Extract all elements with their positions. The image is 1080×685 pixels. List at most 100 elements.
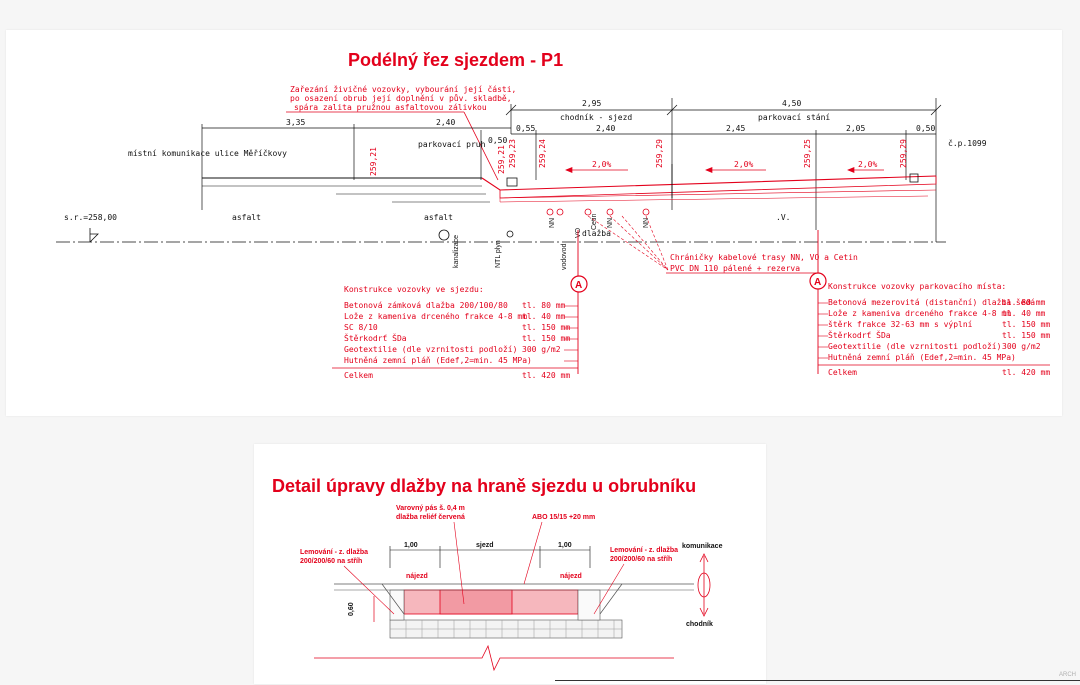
detail-sheet: Detail úpravy dlažby na hraně sjezdu u o… [254, 444, 766, 684]
utility-label: kanalizace [453, 235, 460, 268]
layer-value: tl. 150 mm [1002, 320, 1050, 329]
layer-name: Geotextilie (dle vzrnitosti podloží) [828, 342, 1001, 351]
utility-label: VO [575, 227, 582, 238]
asphalt-label: asfalt [232, 213, 261, 222]
layer-name: Štěrkodrť ŠDa [828, 329, 891, 340]
parking-strip-label: parkovací pruh [418, 140, 486, 149]
dim-mid: 0,55 [516, 124, 535, 133]
construction-driveway-table: Konstrukce vozovky ve sjezdu: Betonová z… [332, 285, 578, 380]
detail-drawing: Detail úpravy dlažby na hraně sjezdu u o… [272, 476, 723, 672]
elevation: 259,21 [497, 145, 506, 174]
detail-dimensions [389, 546, 591, 568]
layer-value: 300 g/m2 [1002, 342, 1041, 351]
layer-name: Betonová mezerovitá (distanční) dlažba š… [828, 297, 1035, 307]
height-dim: 0,60 [348, 602, 355, 616]
utility-label: NN [607, 218, 614, 228]
dim-mid: 2,05 [846, 124, 865, 133]
marker-label: A [575, 280, 582, 291]
abo-note: ABO 15/15 +20 mm [532, 514, 595, 521]
layer-value: tl. 150 mm [522, 334, 570, 343]
warning-strip-note: dlažba reliéf červená [396, 514, 465, 521]
dim-total-1: 2,95 [582, 99, 601, 108]
edge-note-right: Lemování - z. dlažba [610, 547, 678, 554]
dim-left: 1,00 [404, 542, 418, 549]
section-marker-left: A [570, 230, 588, 374]
chodnik-label: chodník [686, 621, 713, 628]
detail-title: Detail úpravy dlažby na hraně sjezdu u o… [272, 476, 696, 496]
mid-dimensions [201, 124, 936, 230]
datum-label: s.r.=258,00 [64, 213, 117, 222]
layer-value: tl. 40 mm [1002, 309, 1046, 318]
utility-label: NN [549, 218, 556, 228]
elevation: 259,24 [538, 139, 547, 168]
dim-mid: 2,40 [436, 118, 455, 127]
ramp-left: nájezd [406, 573, 428, 580]
layer-name: SC 8/10 [344, 323, 378, 332]
layer-name: Hutněná zemní pláň (Edef,2=min. 45 MPa) [344, 356, 532, 365]
utility-label: vodovod [561, 243, 568, 270]
house-number: č.p.1099 [948, 138, 987, 148]
marker-label: A [814, 277, 821, 288]
note-line: po osazení obrub její doplnění v pův. sk… [290, 93, 512, 103]
elevation: 259,23 [508, 139, 517, 168]
layer-name: Lože z kameniva drceného frakce 4-8 mm [344, 311, 527, 321]
sec-label-driveway: chodník - sjezd [560, 113, 632, 122]
utility-label: NTL plyn [495, 240, 502, 268]
longitudinal-section-drawing: Podélný řez sjezdem - P1 Zařezání živičn… [56, 50, 1050, 380]
komunikace-label: komunikace [682, 543, 723, 550]
break-line [314, 644, 674, 672]
layer-name: Betonová zámková dlažba 200/100/80 [344, 301, 508, 310]
construction-parking-table: Konstrukce vozovky parkovacího místa: Be… [818, 282, 1050, 377]
edge-note-left: 200/200/60 na stříh [300, 558, 362, 565]
dim-mid: 2,45 [726, 124, 745, 133]
paving-label: dlažba [582, 229, 611, 238]
datum-symbol [89, 228, 99, 243]
layer-value: tl. 80 mm [1002, 298, 1046, 307]
layer-name: Hutněná zemní pláň (Edef,2=min. 45 MPa) [828, 353, 1016, 362]
layer-name: Štěrkodrť ŠDa [344, 332, 407, 343]
road-profile [202, 164, 937, 203]
section-sheet: Podélný řez sjezdem - P1 Zařezání živičn… [6, 30, 1062, 416]
dim-mid: 2,40 [596, 124, 615, 133]
dim-total-2: 4,50 [782, 99, 801, 108]
layer-name: štěrk frakce 32-63 mm s výplní [828, 319, 973, 329]
section-title: Podélný řez sjezdem - P1 [348, 50, 563, 70]
utility-label: Cetin [591, 214, 598, 230]
note-line: spára zalita pružnou asfaltovou zálivkou [294, 103, 487, 112]
dim-mid: 3,35 [286, 118, 305, 127]
slope-label: 2,0% [592, 160, 611, 169]
layer-value: tl. 80 mm [522, 301, 566, 310]
elevation-labels: 259,21 259,21 259,23 259,24 259,29 259,2… [369, 139, 908, 176]
table-heading: Konstrukce vozovky ve sjezdu: [344, 285, 484, 294]
dim-mid: 0,50 [488, 136, 507, 145]
cable-note: PVC DN 110 pálené + rezerva [670, 263, 800, 273]
sec-label-parking: parkovací stání [758, 113, 830, 122]
elevation: 259,21 [369, 147, 378, 176]
layer-value: 300 g/m2 [522, 345, 561, 354]
layer-name: Lože z kameniva drceného frakce 4-8 mm [828, 308, 1011, 318]
sjezd-label: sjezd [476, 542, 494, 549]
ramp-right: nájezd [560, 573, 582, 580]
layer-value: tl. 150 mm [1002, 331, 1050, 340]
table-heading: Konstrukce vozovky parkovacího místa: [828, 282, 1006, 291]
total-value: tl. 420 mm [522, 371, 570, 380]
dim-right: 1,00 [558, 542, 572, 549]
v-label: .V. [776, 213, 790, 222]
street-label: místní komunikace ulice Měříčkovy [128, 148, 287, 158]
layer-value: tl. 150 mm [522, 323, 570, 332]
total-label: Celkem [828, 368, 857, 377]
slope-label: 2,0% [734, 160, 753, 169]
elevation: 259,29 [655, 139, 664, 168]
elevation: 259,29 [899, 139, 908, 168]
paving-structure [334, 583, 694, 639]
cable-note: Chráničky kabelové trasy NN, VO a Cetin [670, 252, 858, 262]
total-value: tl. 420 mm [1002, 368, 1050, 377]
layer-name: Geotextilie (dle vzrnitosti podloží) [344, 345, 517, 354]
layer-value: tl. 40 mm [522, 312, 566, 321]
section-marker-right: A [809, 230, 827, 374]
edge-note-right: 200/200/60 na stříh [610, 556, 672, 563]
utility-label: NN [643, 218, 650, 228]
dim-mid: 0,50 [916, 124, 935, 133]
cut-note: Zařezání živičné vozovky, vybourání její… [286, 84, 516, 181]
watermark: ARCH [1058, 672, 1076, 678]
